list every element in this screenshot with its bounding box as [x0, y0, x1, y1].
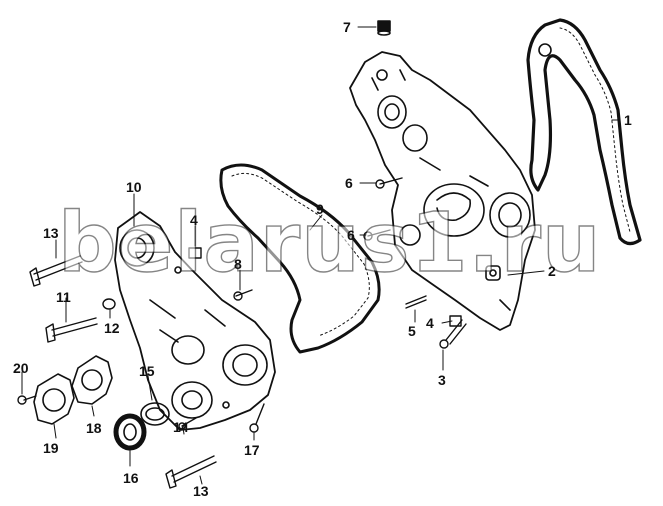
callout-4-right: 4 — [426, 315, 434, 331]
callout-13-top: 13 — [43, 225, 59, 241]
part-7-plug — [377, 20, 391, 36]
part-10-front-cover — [114, 211, 276, 431]
callout-14: 14 — [173, 419, 189, 435]
callout-8: 8 — [234, 256, 242, 272]
callout-6-top: 6 — [345, 175, 353, 191]
callout-1: 1 — [624, 112, 632, 128]
callout-16: 16 — [123, 470, 139, 486]
callout-4-top: 4 — [190, 212, 198, 228]
callout-2: 2 — [548, 263, 556, 279]
callout-13-bottom: 13 — [193, 483, 209, 499]
callout-9: 9 — [316, 201, 324, 217]
part-9-gasket — [219, 163, 381, 354]
watermark-text: belarus1.ru — [57, 195, 602, 291]
part-1-gasket — [526, 18, 642, 246]
callout-10: 10 — [126, 179, 142, 195]
part-19-cover-plate — [33, 373, 75, 425]
callout-19: 19 — [43, 440, 59, 456]
callout-12: 12 — [104, 320, 120, 336]
part-15-seal — [140, 402, 170, 426]
part-18-flange-gasket — [71, 355, 113, 405]
callout-6-bottom: 6 — [347, 227, 355, 243]
part-2-gear-housing — [349, 51, 536, 331]
part-16-oil-seal — [113, 413, 147, 451]
callout-20: 20 — [13, 360, 29, 376]
callout-18: 18 — [86, 420, 102, 436]
bolts — [17, 177, 467, 489]
callout-17: 17 — [244, 442, 260, 458]
callout-11: 11 — [56, 289, 71, 305]
leader-lines — [21, 26, 621, 485]
callout-7: 7 — [343, 19, 351, 35]
callout-3: 3 — [438, 372, 446, 388]
callout-15: 15 — [139, 363, 155, 379]
callout-5: 5 — [408, 323, 416, 339]
